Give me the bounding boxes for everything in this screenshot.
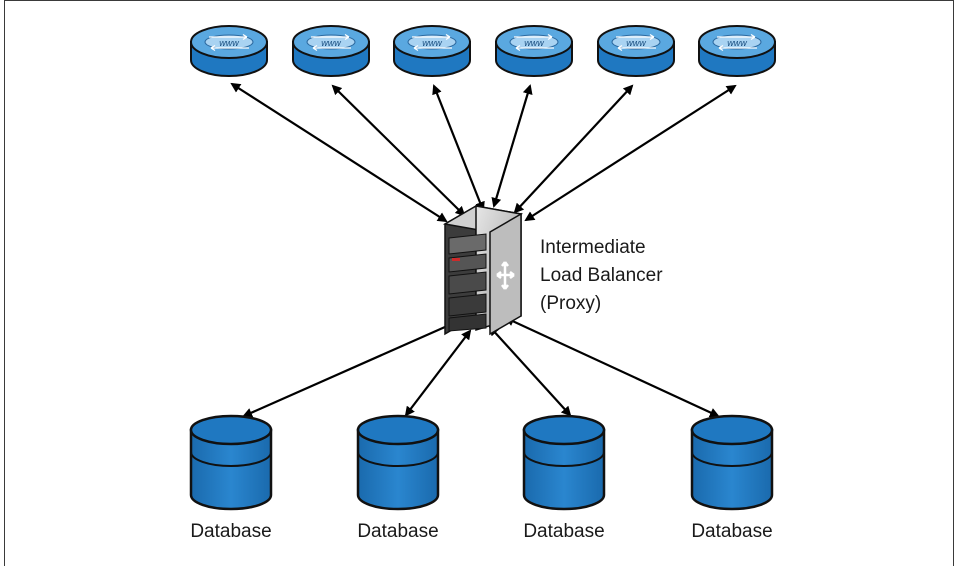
web-server-row: www www www www www www (190, 25, 776, 77)
arrow-proxy-db1 (242, 321, 456, 418)
database-row: Database Database Database Database (189, 414, 774, 542)
proxy-label-line-3: (Proxy) (540, 293, 601, 314)
web-server-router-icon: www (495, 25, 573, 77)
web-server-label: www (727, 38, 747, 48)
arrow-web3-proxy (432, 84, 485, 212)
connections-top (230, 82, 737, 223)
web-server-router-icon: www (698, 25, 776, 77)
proxy-label-line-2: Load Balancer (540, 265, 663, 286)
arrow-web2-proxy (331, 84, 466, 217)
database-cylinder-icon (522, 414, 606, 511)
arrow-web4-proxy (491, 84, 533, 208)
arrow-web5-proxy (513, 84, 634, 214)
web-server-label: www (219, 38, 239, 48)
arrow-web6-proxy (524, 84, 737, 222)
load-balancer-arrows-icon (496, 261, 515, 290)
web-server-router-icon: www (292, 25, 370, 77)
web-server-label: www (422, 38, 442, 48)
web-server-label: www (524, 38, 544, 48)
arrow-proxy-db3 (488, 325, 572, 417)
database-cylinder-icon (189, 414, 273, 511)
database-label: Database (190, 521, 271, 542)
web-server-label: www (626, 38, 646, 48)
web-server-label: www (321, 38, 341, 48)
proxy-label-line-1: Intermediate (540, 237, 646, 258)
arrow-web1-proxy (230, 82, 448, 223)
arrow-proxy-db2 (404, 329, 472, 417)
web-server-router-icon: www (597, 25, 675, 77)
database-label: Database (691, 521, 772, 542)
arrow-proxy-db4 (504, 316, 720, 418)
database-label: Database (357, 521, 438, 542)
database-cylinder-icon (690, 414, 774, 511)
connections-bottom (242, 316, 720, 418)
web-server-router-icon: www (393, 25, 471, 77)
server-tower-icon (442, 204, 524, 336)
database-label: Database (523, 521, 604, 542)
web-server-router-icon: www (190, 25, 268, 77)
database-cylinder-icon (356, 414, 440, 511)
